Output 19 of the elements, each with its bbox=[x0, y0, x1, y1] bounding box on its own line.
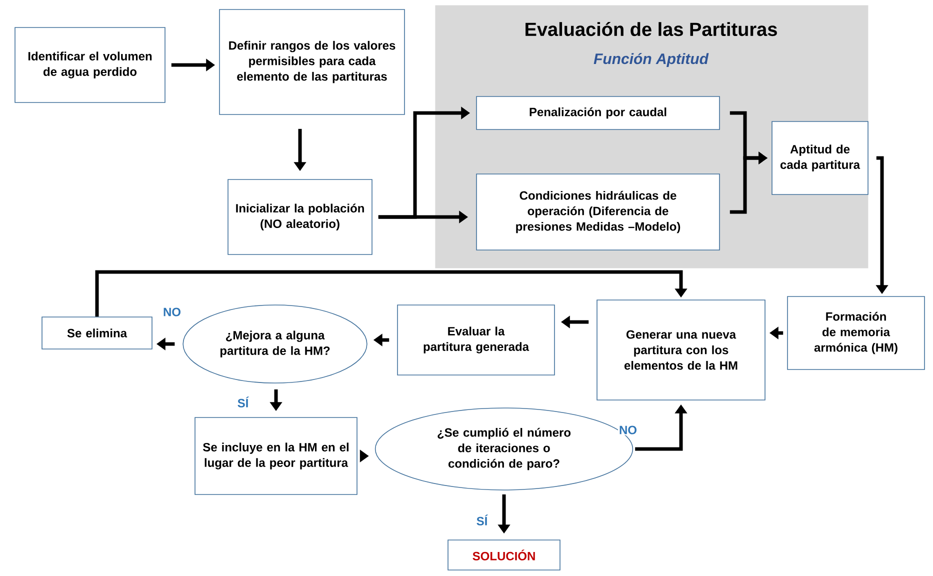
process-box: Identificar el volumen de agua perdido bbox=[14, 27, 166, 103]
process-box: Se elimina bbox=[42, 316, 152, 350]
arrow bbox=[95, 270, 688, 317]
process-box: Definir rangos de los valores permisibles para cada elemento de las partituras bbox=[219, 9, 405, 115]
process-box: Penalización por caudal bbox=[476, 96, 720, 130]
edge-label: NO bbox=[162, 306, 182, 318]
process-box: Formación de memoria armónica (HM) bbox=[787, 296, 925, 370]
process-box: Se incluye en la HM en el lugar de la peor partitura bbox=[194, 417, 358, 495]
process-box: Generar una nueva partitura con los elementos de la HM bbox=[596, 300, 766, 400]
edge-label: NO bbox=[618, 424, 638, 436]
edge-label: SÍ bbox=[236, 396, 250, 408]
process-box: Condiciones hidráulicas de operación (Diferencia de presiones Medidas –Modelo) bbox=[476, 174, 720, 250]
process-box: Evaluar la partitura generada bbox=[397, 304, 555, 376]
panel-title: Evaluación de las Partituras bbox=[526, 22, 777, 36]
process-box: SOLUCIÓN bbox=[448, 540, 560, 570]
edge-label: SÍ bbox=[475, 514, 489, 526]
process-box: Inicializar la población (NO aleatorio) bbox=[228, 179, 372, 255]
panel-subtitle: Función Aptitud bbox=[594, 52, 709, 68]
process-box: Aptitud de cada partitura bbox=[772, 121, 868, 195]
